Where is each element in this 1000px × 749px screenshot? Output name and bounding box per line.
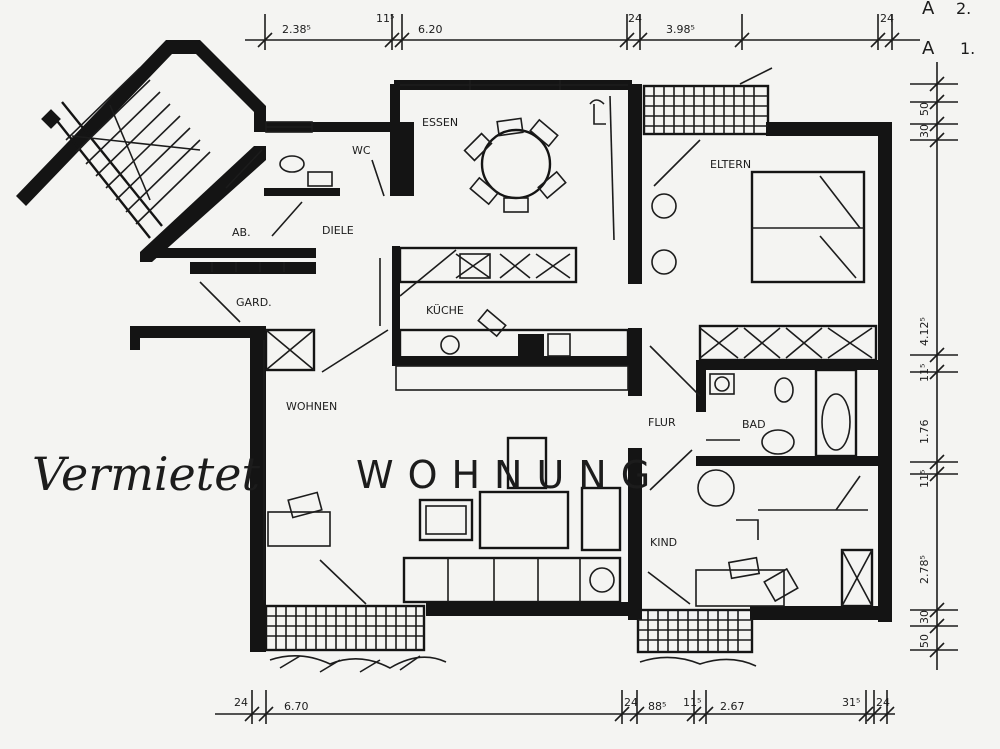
plan-title: WOHNUNG bbox=[356, 453, 664, 497]
walls bbox=[130, 80, 892, 652]
dim-bottom-4: 88⁵ bbox=[648, 700, 666, 713]
label-diele: DIELE bbox=[322, 224, 354, 237]
kitchen bbox=[321, 246, 630, 391]
wohnen-furniture bbox=[264, 328, 622, 605]
dim-right-8: 30 bbox=[918, 610, 931, 624]
right-dimension-chain: 50 30 4.12⁵ 11⁵ 1.76 11⁵ 2.78⁵ 30 50 bbox=[910, 62, 958, 670]
label-gard: GARD. bbox=[236, 296, 272, 309]
section-mark-2: 2. bbox=[956, 0, 971, 18]
label-eltern: ELTERN bbox=[710, 158, 751, 171]
dim-bottom-1: 24 bbox=[234, 696, 248, 709]
section-mark-a-lower: A bbox=[922, 38, 935, 59]
label-ab: AB. bbox=[232, 226, 251, 239]
dim-bottom-2: 6.70 bbox=[284, 700, 309, 713]
label-essen: ESSEN bbox=[422, 116, 458, 129]
label-bad: BAD bbox=[742, 418, 766, 431]
dim-right-6: 11⁵ bbox=[918, 470, 931, 488]
label-wohnen: WOHNEN bbox=[286, 400, 337, 413]
dim-top-3: 6.20 bbox=[418, 23, 443, 36]
label-flur: FLUR bbox=[648, 416, 676, 429]
stairwell bbox=[16, 40, 266, 262]
dim-top-1: 2.38⁵ bbox=[282, 23, 311, 36]
dining-table bbox=[463, 95, 615, 241]
bed bbox=[651, 139, 866, 284]
room-labels: ESSEN WC ELTERN AB. DIELE GARD. KÜCHE WO… bbox=[232, 116, 766, 549]
dim-top-5: 3.98⁵ bbox=[666, 23, 695, 36]
label-kueche: KÜCHE bbox=[426, 304, 464, 317]
bottom-dimension-chain: 24 6.70 24 88⁵ 11⁵ 2.67 31⁵ 24 bbox=[215, 690, 895, 724]
label-kind: KIND bbox=[650, 536, 677, 549]
wc-fixtures bbox=[225, 149, 333, 189]
dim-bottom-5: 11⁵ bbox=[683, 696, 701, 709]
dim-right-4: 11⁵ bbox=[918, 364, 931, 382]
bath-fixtures bbox=[649, 324, 878, 458]
dim-right-5: 1.76 bbox=[918, 420, 931, 445]
kind-furniture bbox=[647, 449, 874, 608]
section-mark-a-upper: A bbox=[922, 0, 935, 19]
stair-treads bbox=[65, 67, 211, 225]
dim-bottom-7: 31⁵ bbox=[842, 696, 860, 709]
entrance-doors bbox=[199, 159, 385, 323]
dim-right-1: 50 bbox=[918, 102, 931, 116]
section-mark-1: 1. bbox=[960, 39, 975, 58]
handwritten-note: Vermietet bbox=[32, 447, 260, 501]
balcony-railing-top bbox=[642, 67, 773, 136]
label-wc: WC bbox=[352, 144, 371, 157]
dim-top-4: 24 bbox=[628, 12, 642, 25]
top-dimension-chain: 2.38⁵ 11⁵ 6.20 24 3.98⁵ 24 A A 2. 1. bbox=[245, 0, 975, 59]
dim-bottom-6: 2.67 bbox=[720, 700, 745, 713]
balcony-railing-kind bbox=[636, 608, 757, 667]
dim-top-2: 11⁵ bbox=[376, 12, 394, 25]
dim-right-3: 4.12⁵ bbox=[918, 317, 931, 346]
dim-right-2: 30 bbox=[918, 124, 931, 138]
dim-bottom-8: 24 bbox=[876, 696, 890, 709]
dim-right-9: 50 bbox=[918, 634, 931, 648]
windows bbox=[263, 80, 628, 600]
dim-right-7: 2.78⁵ bbox=[918, 555, 931, 584]
dim-top-6: 24 bbox=[880, 12, 894, 25]
balcony-railing-wohnen bbox=[264, 604, 447, 673]
dim-bottom-3: 24 bbox=[624, 696, 638, 709]
